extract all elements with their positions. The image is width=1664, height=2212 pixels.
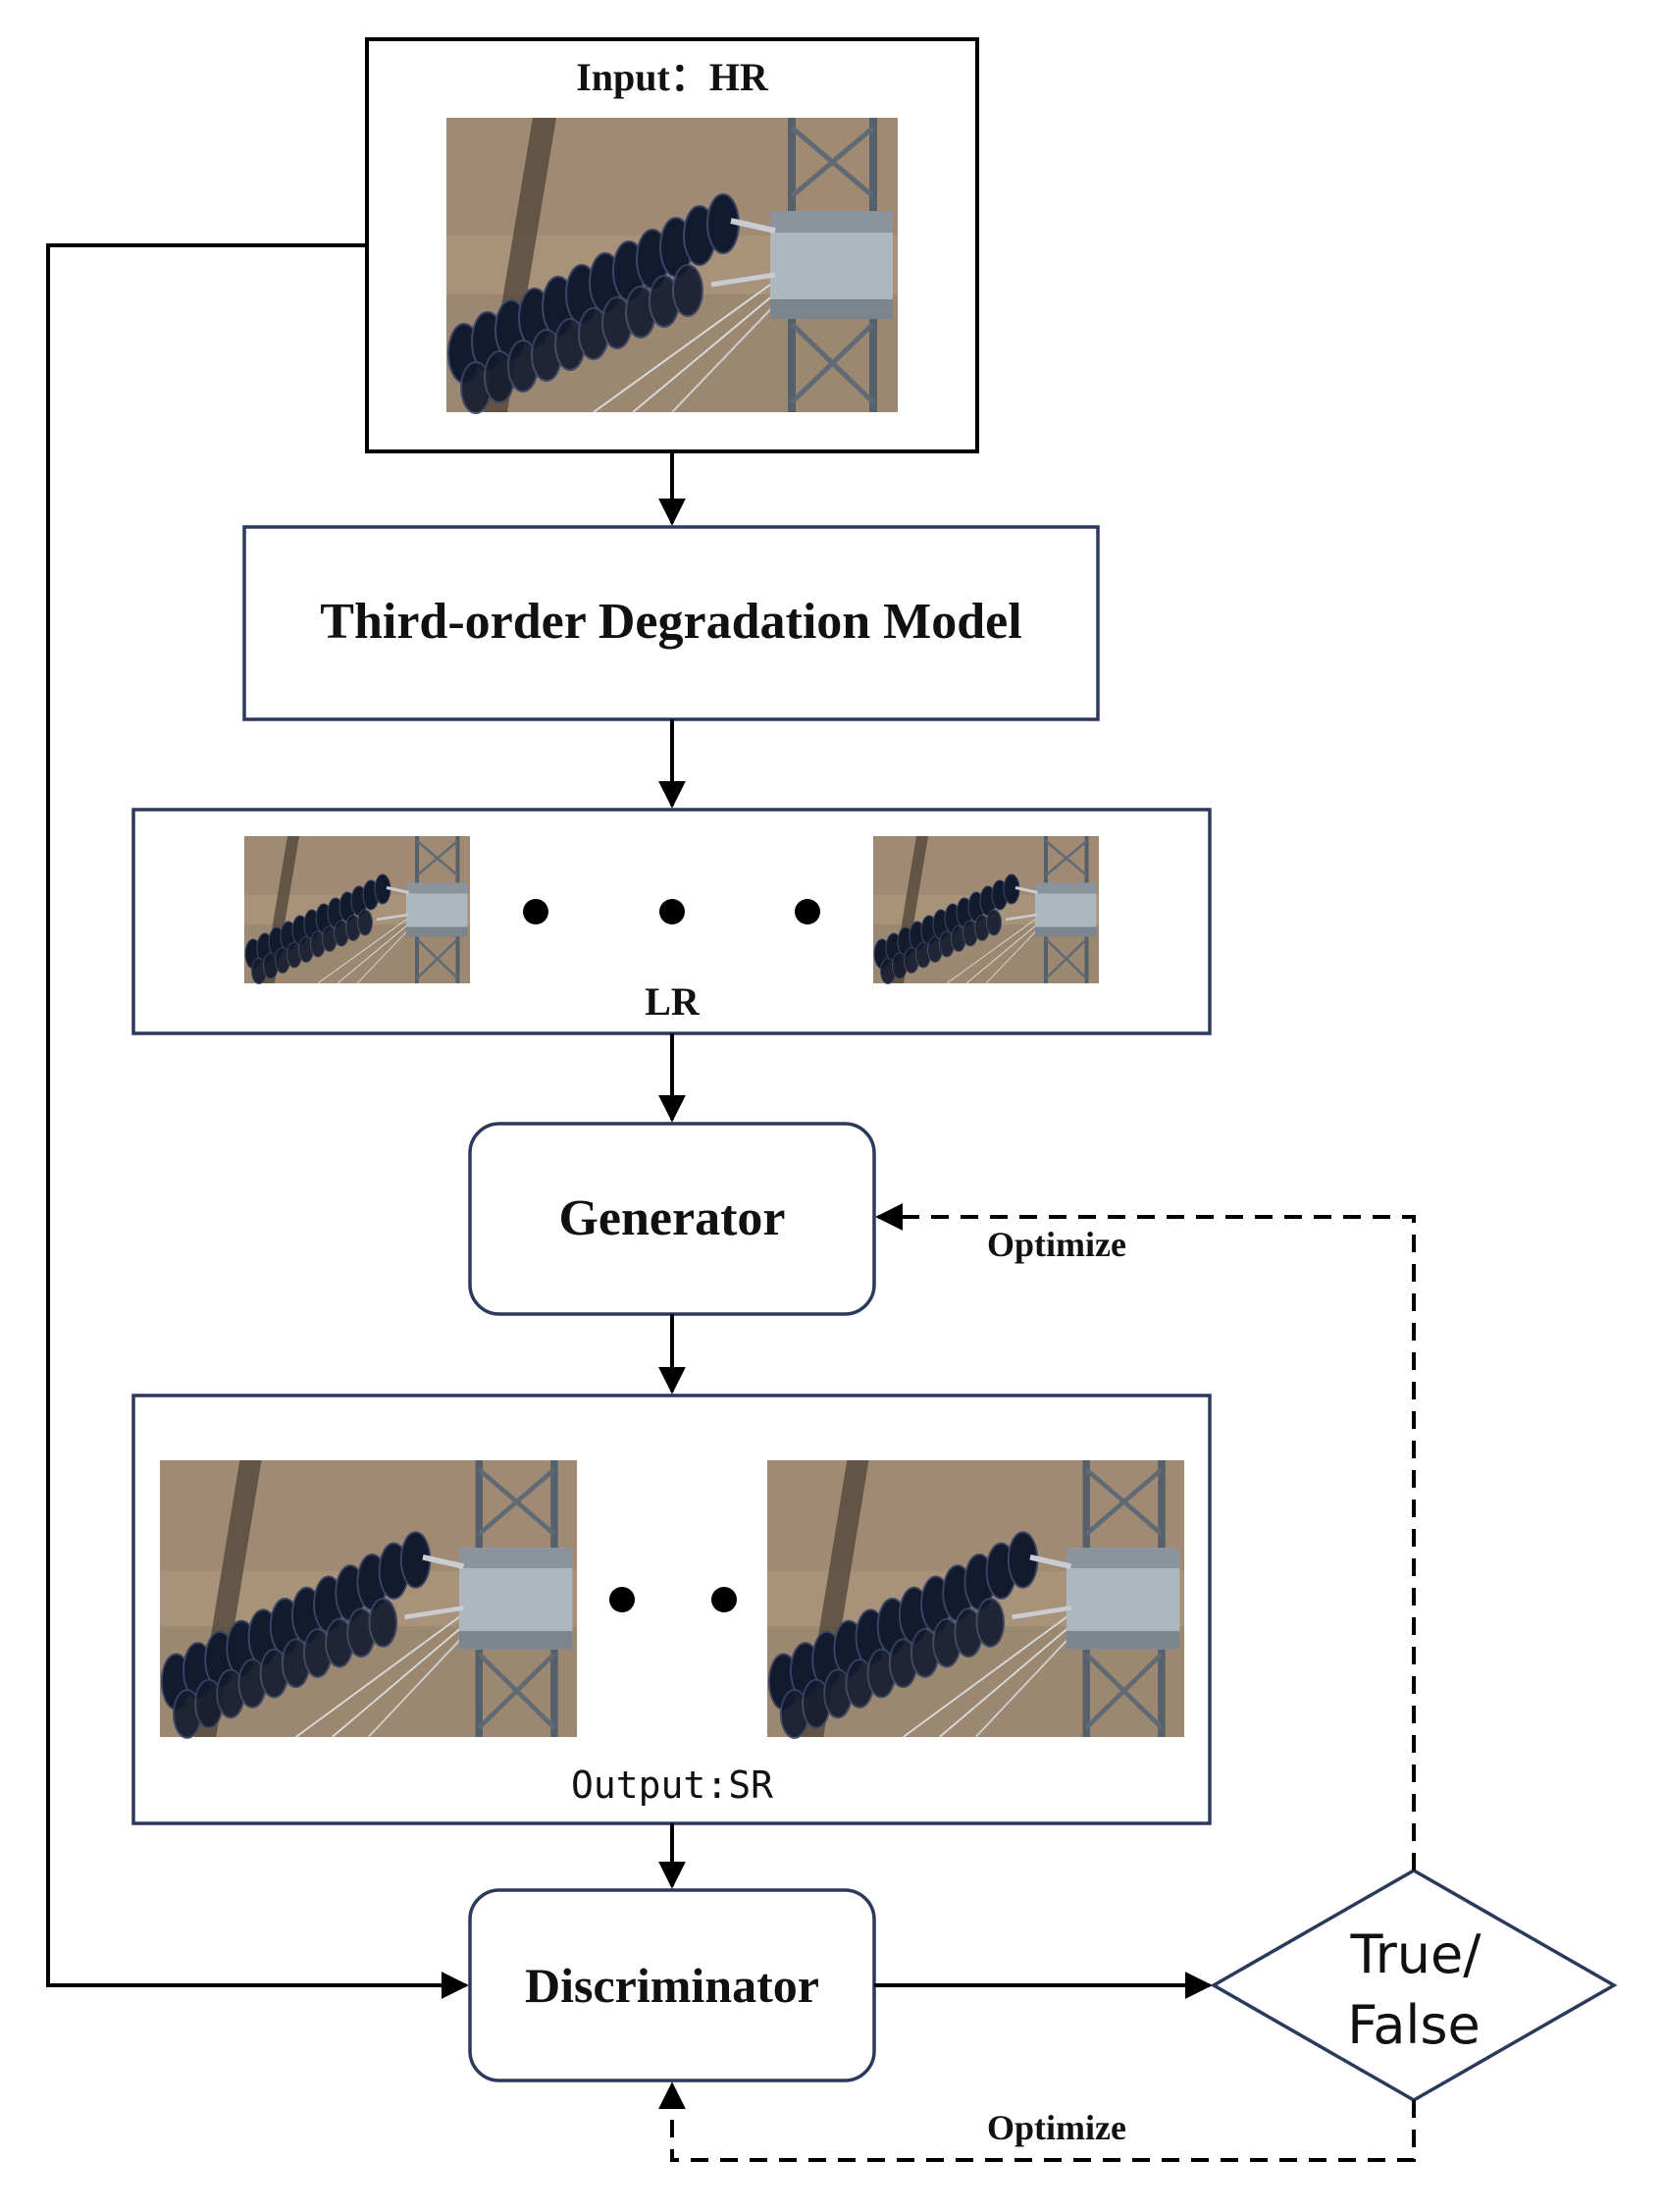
ellipsis-dot (795, 899, 820, 924)
decision-label-line2: False (1347, 1994, 1481, 2056)
arrow-hr-to-discriminator (46, 243, 469, 1999)
optimize-feedback-arrows (658, 1203, 1416, 2162)
decision-label-line1: True/ (1350, 1923, 1482, 1985)
sr-photo-last (767, 1460, 1184, 1738)
lr-photo-first (242, 834, 472, 986)
ellipsis-dot (659, 899, 685, 924)
true-false-decision: True/ False (1210, 1868, 1618, 2103)
discriminator-label: Discriminator (525, 1958, 819, 2013)
input-hr-node: Input：HR (365, 37, 979, 453)
lr-photo-last (871, 834, 1101, 986)
sr-photo-first (160, 1460, 577, 1738)
ellipsis-dot (711, 1587, 737, 1612)
lr-node: LR (131, 808, 1212, 1035)
degradation-model-label: Third-order Degradation Model (320, 594, 1021, 650)
optimize-generator-label: Optimize (987, 1225, 1126, 1264)
lr-label: LR (645, 979, 701, 1024)
output-sr-node: Output:SR (131, 1394, 1212, 1825)
output-sr-label: Output:SR (571, 1764, 773, 1807)
ellipsis-dot (609, 1587, 635, 1612)
generator-node: Generator (468, 1122, 876, 1316)
optimize-discriminator-label: Optimize (987, 2108, 1126, 2147)
discriminator-node: Discriminator (468, 1888, 876, 2082)
hr-photo (446, 118, 898, 413)
flow-arrows (46, 243, 1213, 1999)
input-hr-label: Input：HR (576, 55, 769, 99)
degradation-model-node: Third-order Degradation Model (242, 525, 1100, 721)
arrow-optimize-discriminator (658, 2081, 1416, 2162)
generator-label: Generator (558, 1190, 785, 1246)
arrow-optimize-generator (875, 1203, 1416, 1870)
ellipsis-dot (523, 899, 548, 924)
